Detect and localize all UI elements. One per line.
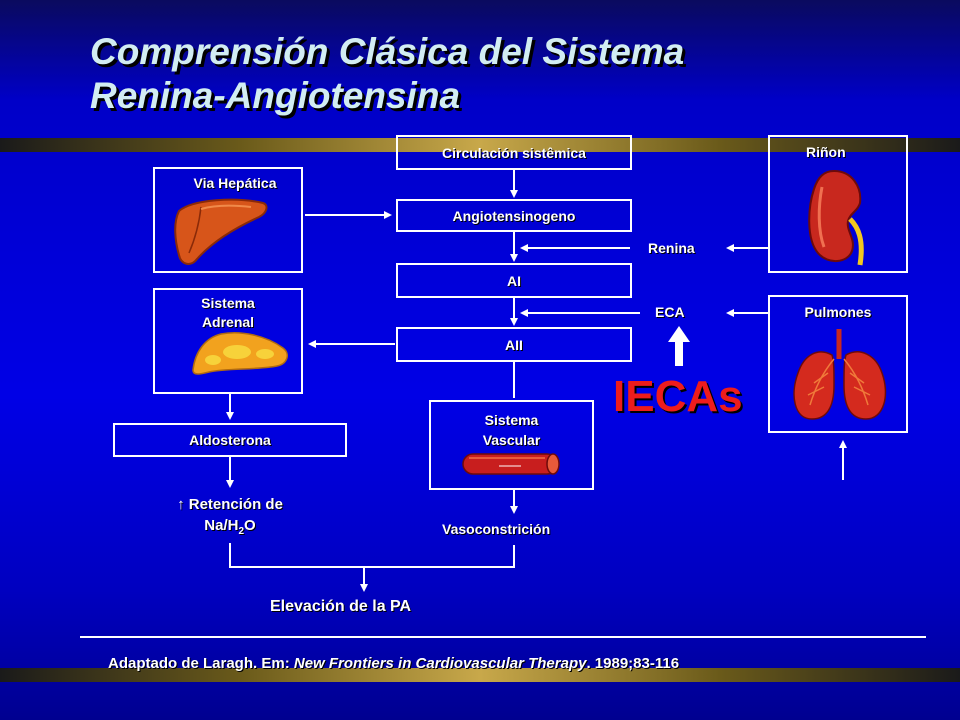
line-merge-bottom	[229, 543, 515, 568]
slide-title: Comprensión Clásica del Sistema Renina-A…	[90, 30, 850, 118]
reference-journal: New Frontiers in Cardiovascular Therapy	[293, 655, 587, 672]
reference-suffix: . 1989;83-116	[586, 655, 680, 672]
aldosterona-label: Aldosterona	[189, 432, 271, 448]
adrenal-gland-icon	[192, 332, 288, 375]
retencion-subscript: 2	[238, 526, 245, 537]
circulacion-sistemica-box: Circulación sistêmica	[396, 135, 632, 170]
retencion-label-2b: O	[244, 517, 256, 534]
sistema-vascular-label-2: Vascular	[482, 432, 541, 448]
rinon-label: Riñon	[806, 144, 846, 160]
sistema-adrenal-label-2: Adrenal	[201, 314, 255, 330]
aldosterona-box: Aldosterona	[113, 423, 347, 457]
pulmones-box: Pulmones	[768, 295, 908, 433]
eca-label: ECA	[655, 304, 685, 320]
rinon-box: Riñon	[768, 135, 908, 273]
sistema-vascular-label-1: Sistema	[484, 412, 539, 428]
title-line-1: Comprensión Clásica del Sistema	[90, 31, 685, 72]
aii-label: AII	[505, 337, 523, 353]
reference-citation: Adaptado de Laragh. Em: New Frontiers in…	[108, 655, 679, 672]
ai-label: AI	[507, 273, 521, 289]
sistema-adrenal-box: Sistema Adrenal	[153, 288, 303, 394]
top-gold-band	[0, 138, 960, 152]
angiotensinogeno-label: Angiotensinogeno	[452, 208, 576, 224]
renina-label: Renina	[648, 240, 695, 256]
circulacion-sistemica-label: Circulación sistêmica	[442, 145, 586, 161]
via-hepatica-box: Via Hepática	[153, 167, 303, 273]
footer-divider	[80, 636, 926, 638]
bottom-gold-band	[0, 668, 960, 682]
iecas-label: IECAs	[613, 372, 743, 421]
sistema-adrenal-label-1: Sistema	[201, 295, 255, 311]
via-hepatica-label: Via Hepática	[193, 175, 277, 191]
lungs-icon	[793, 329, 887, 420]
retencion-label-1: Retención de	[188, 496, 283, 513]
retencion-label: ↑ Retención de Na/H2O	[150, 494, 310, 542]
liver-icon	[174, 198, 268, 265]
iecas-thick-arrow	[668, 326, 690, 366]
kidney-icon	[808, 169, 864, 266]
reference-prefix: Adaptado de Laragh. Em:	[108, 655, 294, 672]
elevacion-pa-label: Elevación de la PA	[270, 598, 412, 615]
angiotensinogeno-box: Angiotensinogeno	[396, 199, 632, 232]
blood-vessel-icon	[462, 453, 560, 475]
retencion-label-2a: Na/H	[204, 517, 239, 534]
sistema-vascular-box: Sistema Vascular	[429, 400, 594, 490]
title-line-2: Renina-Angiotensina	[90, 75, 461, 116]
vasoconstricion-label: Vasoconstrición	[442, 521, 551, 537]
aii-box: AII	[396, 327, 632, 362]
up-arrow-icon: ↑	[177, 496, 185, 513]
pulmones-label: Pulmones	[804, 304, 872, 320]
ai-box: AI	[396, 263, 632, 298]
